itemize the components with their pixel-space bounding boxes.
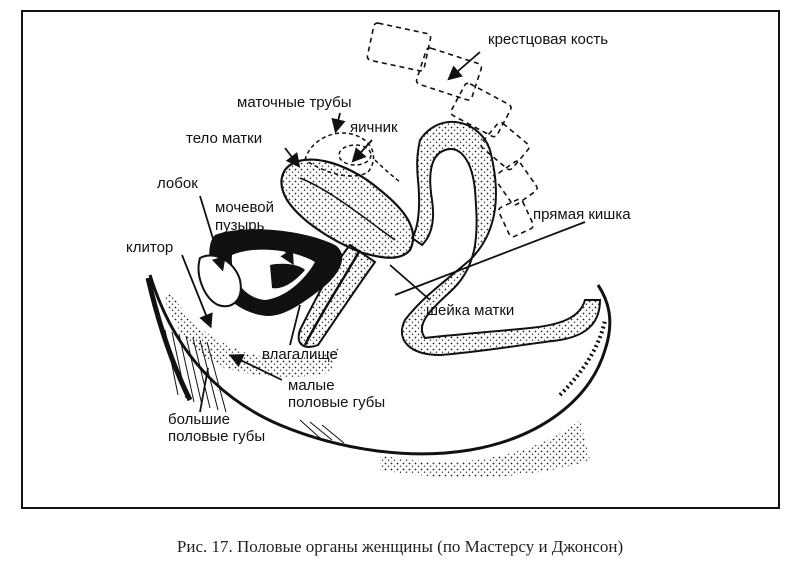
perineum-shading <box>165 290 340 377</box>
label-labia-majora-2: половые губы <box>168 428 266 445</box>
figure-frame <box>21 10 780 509</box>
label-pubis: лобок <box>157 175 198 192</box>
rectum-shape <box>400 121 602 357</box>
buttock-shading <box>380 420 590 478</box>
label-vagina: влагалище <box>262 346 338 363</box>
body-outline <box>148 274 612 456</box>
label-fallopian-tubes: маточные трубы <box>237 94 352 111</box>
label-bladder-2: пузырь <box>215 217 265 234</box>
label-labia-minora-1: малые <box>288 377 335 394</box>
label-bladder-1: мочевой <box>215 199 275 216</box>
ovary-tubes-shape <box>304 132 401 183</box>
sacrum-shape <box>366 22 538 238</box>
label-sacrum: крестцовая кость <box>488 31 609 48</box>
label-cervix: шейка матки <box>426 302 515 319</box>
label-uterus-body: тело матки <box>186 130 263 147</box>
leader-lines <box>181 51 586 413</box>
figure-caption: Рис. 17. Половые органы женщины (по Маст… <box>176 537 624 556</box>
label-ovary: яичник <box>350 119 398 136</box>
label-labia-minora-2: половые губы <box>288 394 386 411</box>
label-clitoris: клитор <box>126 239 174 256</box>
label-labia-majora-1: большие <box>168 411 230 428</box>
labia-hatching <box>164 329 345 444</box>
label-rectum: прямая кишка <box>533 206 631 223</box>
